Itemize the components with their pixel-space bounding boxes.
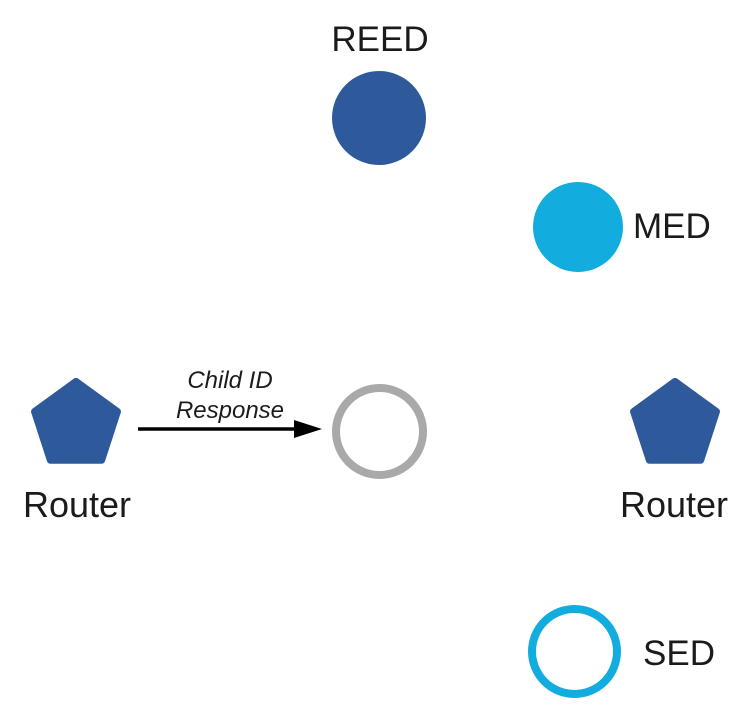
reed-node-circle	[332, 71, 426, 165]
arrow-head	[294, 420, 322, 438]
edge-label-child-id-response: Child ID Response	[140, 366, 320, 426]
pentagon-shape	[31, 378, 121, 464]
sed-node-label: SED	[643, 634, 715, 673]
edge-label-line2: Response	[175, 397, 285, 424]
joiner-node-circle	[332, 384, 427, 479]
pentagon-shape	[630, 378, 720, 464]
router-left-pentagon-icon	[31, 378, 121, 464]
med-node-label: MED	[633, 207, 711, 246]
child-id-response-arrow	[138, 420, 322, 438]
router-right-pentagon-icon	[630, 378, 720, 464]
sed-node-circle	[528, 605, 621, 698]
router-right-label: Router	[619, 484, 729, 525]
med-node-circle	[533, 182, 623, 272]
edge-label-line1: Child ID	[187, 367, 273, 394]
reed-node-label: REED	[331, 20, 429, 59]
router-left-label: Router	[22, 484, 132, 525]
